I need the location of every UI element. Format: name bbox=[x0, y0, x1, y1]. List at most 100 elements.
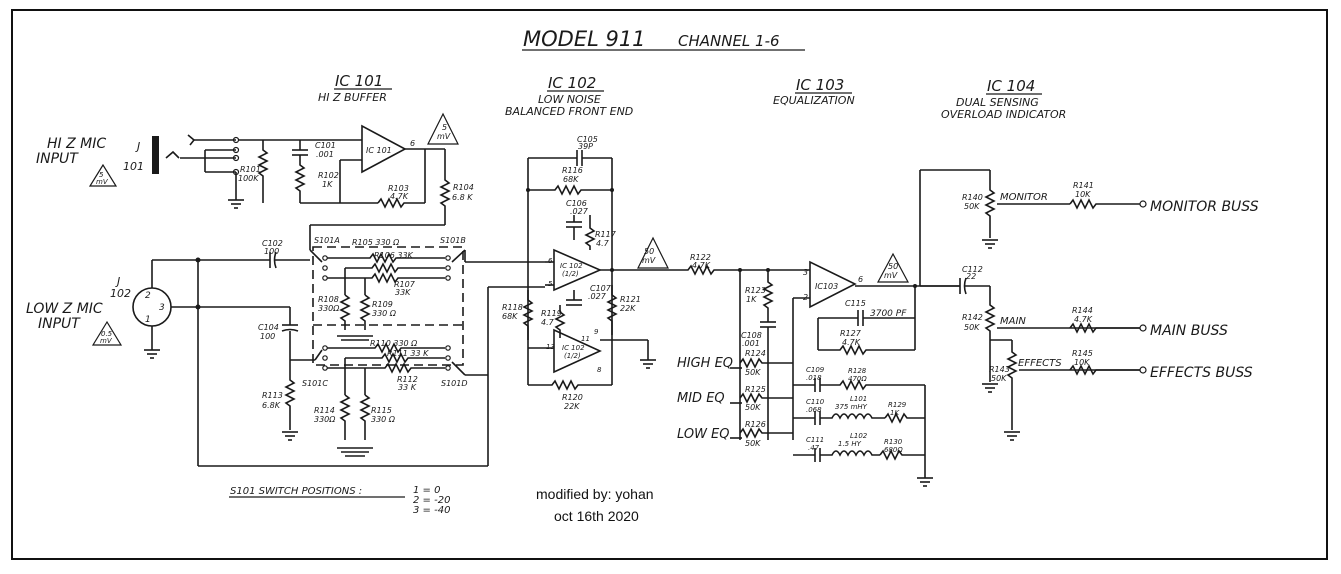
junction bbox=[195, 257, 201, 263]
ic102b-pin-11: 11 bbox=[581, 335, 590, 343]
main-buss-terminal bbox=[1139, 324, 1147, 332]
r124-pot bbox=[739, 357, 768, 369]
ic103-header: IC 103 bbox=[796, 76, 844, 94]
j101-label: J bbox=[135, 140, 140, 153]
ic103-level-unit: mV bbox=[884, 271, 898, 280]
switch-position-2: 2 = -20 bbox=[413, 495, 450, 506]
r113-label: R113 bbox=[262, 391, 283, 400]
r116-resistor bbox=[528, 184, 612, 196]
ground-symbol bbox=[144, 349, 160, 359]
ic101-pin-6: 6 bbox=[410, 139, 415, 148]
r125-label: R125 bbox=[745, 385, 766, 394]
r130-value: 680Ω bbox=[884, 446, 903, 454]
ic101-level-value: 5 bbox=[442, 123, 447, 132]
ic102a-label: IC 102 bbox=[560, 262, 583, 270]
lowz-level-triangle bbox=[91, 320, 123, 346]
high-eq-label: HIGH EQ bbox=[677, 356, 733, 371]
ic104-subheader-2: OVERLOAD INDICATOR bbox=[941, 108, 1066, 121]
r102-resistor bbox=[294, 155, 306, 203]
r122-resistor bbox=[660, 264, 740, 276]
r117-value: 4.7 bbox=[596, 239, 610, 248]
lowz-input-label-2: INPUT bbox=[38, 316, 81, 332]
c102-plate bbox=[273, 251, 277, 269]
c104-label: C104 bbox=[258, 323, 279, 332]
ic102b-opamp bbox=[553, 328, 602, 374]
c111-label: C111 bbox=[806, 436, 824, 444]
modified-date-note: oct 16th 2020 bbox=[554, 508, 639, 524]
s101d-wiper bbox=[451, 361, 466, 376]
r119-value: 4.7 bbox=[541, 318, 555, 327]
r116-label: R116 bbox=[562, 166, 583, 175]
c108-value: .001 bbox=[742, 339, 760, 348]
r142-label: R142 bbox=[962, 313, 983, 322]
c115-label: C115 bbox=[845, 299, 866, 308]
c110-label: C110 bbox=[806, 398, 825, 406]
c112-value: 22 bbox=[966, 272, 976, 281]
ground-symbol bbox=[917, 477, 933, 487]
r102-label: R102 bbox=[318, 171, 339, 180]
r145-resistor bbox=[1069, 364, 1140, 376]
mid-eq-label: MID EQ bbox=[677, 391, 725, 406]
r128-value: 470Ω bbox=[848, 375, 867, 383]
r143-value: 50K bbox=[991, 374, 1007, 383]
c112-label: C112 bbox=[962, 265, 983, 274]
r117-label: R117 bbox=[595, 230, 617, 239]
j102-label: J bbox=[115, 275, 120, 288]
r120-value: 22K bbox=[564, 402, 580, 411]
r126-pot bbox=[739, 427, 768, 439]
ic102-level-value: 50 bbox=[644, 247, 654, 256]
s101d-label: S101D bbox=[441, 379, 468, 388]
ic101-opamp bbox=[361, 124, 407, 174]
r108-resistor bbox=[339, 294, 351, 330]
s101a-contact bbox=[322, 255, 328, 261]
r107-resistor bbox=[327, 272, 445, 284]
r142-pot bbox=[984, 286, 996, 382]
r108-label: R108 bbox=[318, 295, 339, 304]
ic102b-sublabel: (1/2) bbox=[564, 352, 581, 360]
r112-label: R112 bbox=[397, 375, 418, 384]
r104-resistor bbox=[439, 149, 451, 225]
r106-label: R106 33K bbox=[374, 251, 414, 260]
s101b-wiper bbox=[451, 249, 466, 263]
r125-pot bbox=[739, 392, 768, 404]
low-eq-label: LOW EQ bbox=[677, 427, 730, 442]
c112-plate bbox=[963, 277, 967, 295]
r119-resistor bbox=[554, 305, 566, 338]
j102-pin-3: 3 bbox=[159, 303, 165, 313]
r121-resistor bbox=[606, 285, 618, 335]
c107-value: .027 bbox=[588, 292, 607, 301]
r108-value: 330Ω bbox=[318, 304, 340, 313]
r105-resistor bbox=[327, 252, 445, 264]
junction bbox=[526, 188, 530, 192]
r124-value: 50K bbox=[745, 368, 761, 377]
hiz-level-unit: mV bbox=[96, 178, 109, 186]
r144-resistor bbox=[1069, 322, 1140, 334]
c115-value: 3700 PF bbox=[870, 309, 907, 319]
ic102a-opamp bbox=[553, 248, 603, 292]
r140-value: 50K bbox=[964, 202, 980, 211]
s101c-contact bbox=[322, 355, 328, 361]
hiz-input-label-2: INPUT bbox=[36, 151, 79, 167]
r140-label: R140 bbox=[962, 193, 983, 202]
ic103-pin-3: 3 bbox=[803, 268, 808, 277]
ic101-header: IC 101 bbox=[335, 72, 383, 90]
r109-resistor bbox=[359, 294, 371, 330]
ic102a-pin-6: 6 bbox=[548, 257, 553, 265]
r145-label: R145 bbox=[1072, 349, 1093, 358]
r127-value: 4.7K bbox=[842, 338, 861, 347]
r101-label: R101 bbox=[240, 165, 261, 174]
r118-value: 68K bbox=[502, 312, 518, 321]
ground-symbol bbox=[337, 335, 373, 341]
s101a-contact bbox=[322, 275, 328, 281]
junction bbox=[610, 268, 614, 272]
s101c-contact bbox=[322, 345, 328, 351]
ic102b-pin-9: 9 bbox=[594, 328, 599, 336]
ground-symbol bbox=[337, 447, 373, 457]
r104-label: R104 bbox=[453, 183, 474, 192]
hiz-level-value: 5 bbox=[99, 171, 104, 179]
s101d-contact bbox=[445, 365, 451, 371]
r110-resistor bbox=[327, 342, 445, 354]
title-channel: CHANNEL 1-6 bbox=[678, 32, 780, 50]
j102-xlr-connector bbox=[132, 287, 172, 327]
s101d-contact bbox=[445, 355, 451, 361]
